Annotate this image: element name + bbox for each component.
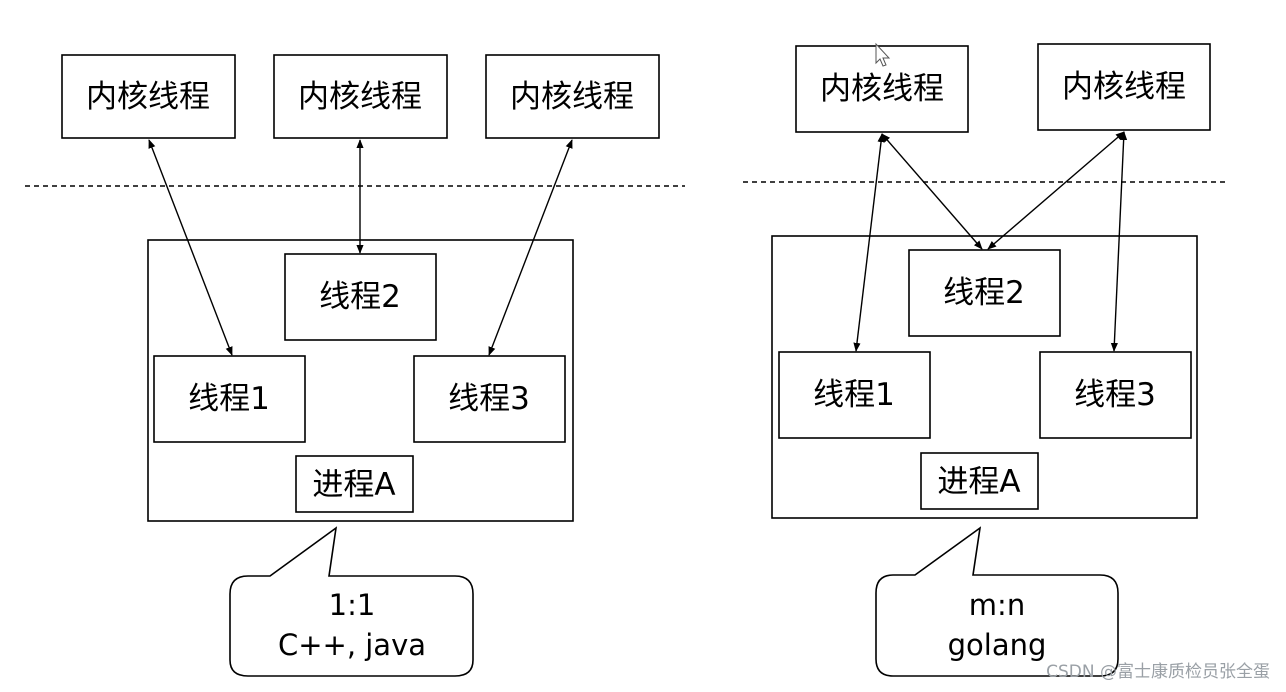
left-process-label-text: 进程A	[312, 467, 395, 503]
left-process-label: 进程A	[295, 455, 414, 513]
left-kernel-thread-3: 内核线程	[485, 54, 660, 139]
right-kernel-thread-2: 内核线程	[1037, 43, 1211, 131]
left-user-thread-1: 线程1	[153, 355, 306, 443]
right-user-thread-2: 线程2	[908, 249, 1061, 337]
left-user-thread-2: 线程2	[284, 253, 437, 341]
left-arrow-kernel1-thread1	[148, 139, 233, 356]
left-model: 内核线程 内核线程 内核线程 线程2 线程1 线程3 进	[25, 54, 685, 677]
left-note-languages: C++, java	[278, 628, 426, 662]
left-user-thread-3: 线程3	[413, 355, 566, 443]
right-process-label-text: 进程A	[937, 464, 1020, 500]
left-kernel-thread-2: 内核线程	[273, 54, 448, 139]
right-note-bubble: m:n golang	[875, 526, 1119, 677]
left-note-ratio: 1:1	[329, 588, 376, 622]
right-arrow-kernel2-thread2	[987, 131, 1125, 250]
left-kernel-thread-1: 内核线程	[61, 54, 236, 139]
right-arrow-kernel2-thread3	[1110, 131, 1128, 352]
right-user-thread-3-label: 线程3	[1074, 377, 1156, 413]
left-user-thread-1-label: 线程1	[188, 381, 270, 417]
right-process-label: 进程A	[920, 452, 1039, 510]
left-user-thread-3-label: 线程3	[448, 381, 530, 417]
right-note-ratio: m:n	[969, 588, 1025, 622]
left-kernel-thread-2-label: 内核线程	[298, 79, 422, 115]
right-model: 内核线程 内核线程 线程2 线程1 线程3 进程A	[743, 43, 1228, 677]
right-user-thread-1-label: 线程1	[813, 377, 895, 413]
left-note-bubble: 1:1 C++, java	[229, 526, 474, 677]
left-user-thread-2-label: 线程2	[319, 279, 401, 315]
right-user-thread-3: 线程3	[1039, 351, 1192, 439]
left-kernel-thread-3-label: 内核线程	[510, 79, 634, 115]
right-kernel-thread-1-label: 内核线程	[820, 71, 944, 107]
mouse-pointer-icon	[875, 42, 891, 67]
right-arrow-kernel1-thread2	[881, 133, 983, 250]
right-kernel-thread-2-label: 内核线程	[1062, 69, 1186, 105]
right-note-languages: golang	[948, 628, 1047, 662]
left-kernel-thread-1-label: 内核线程	[86, 79, 210, 115]
right-user-thread-2-label: 线程2	[943, 275, 1025, 311]
right-user-thread-1: 线程1	[778, 351, 931, 439]
left-arrow-kernel3-thread3	[488, 139, 573, 356]
watermark-text: CSDN @富士康质检员张全蛋	[1046, 662, 1270, 682]
right-arrow-kernel1-thread1	[853, 133, 885, 352]
